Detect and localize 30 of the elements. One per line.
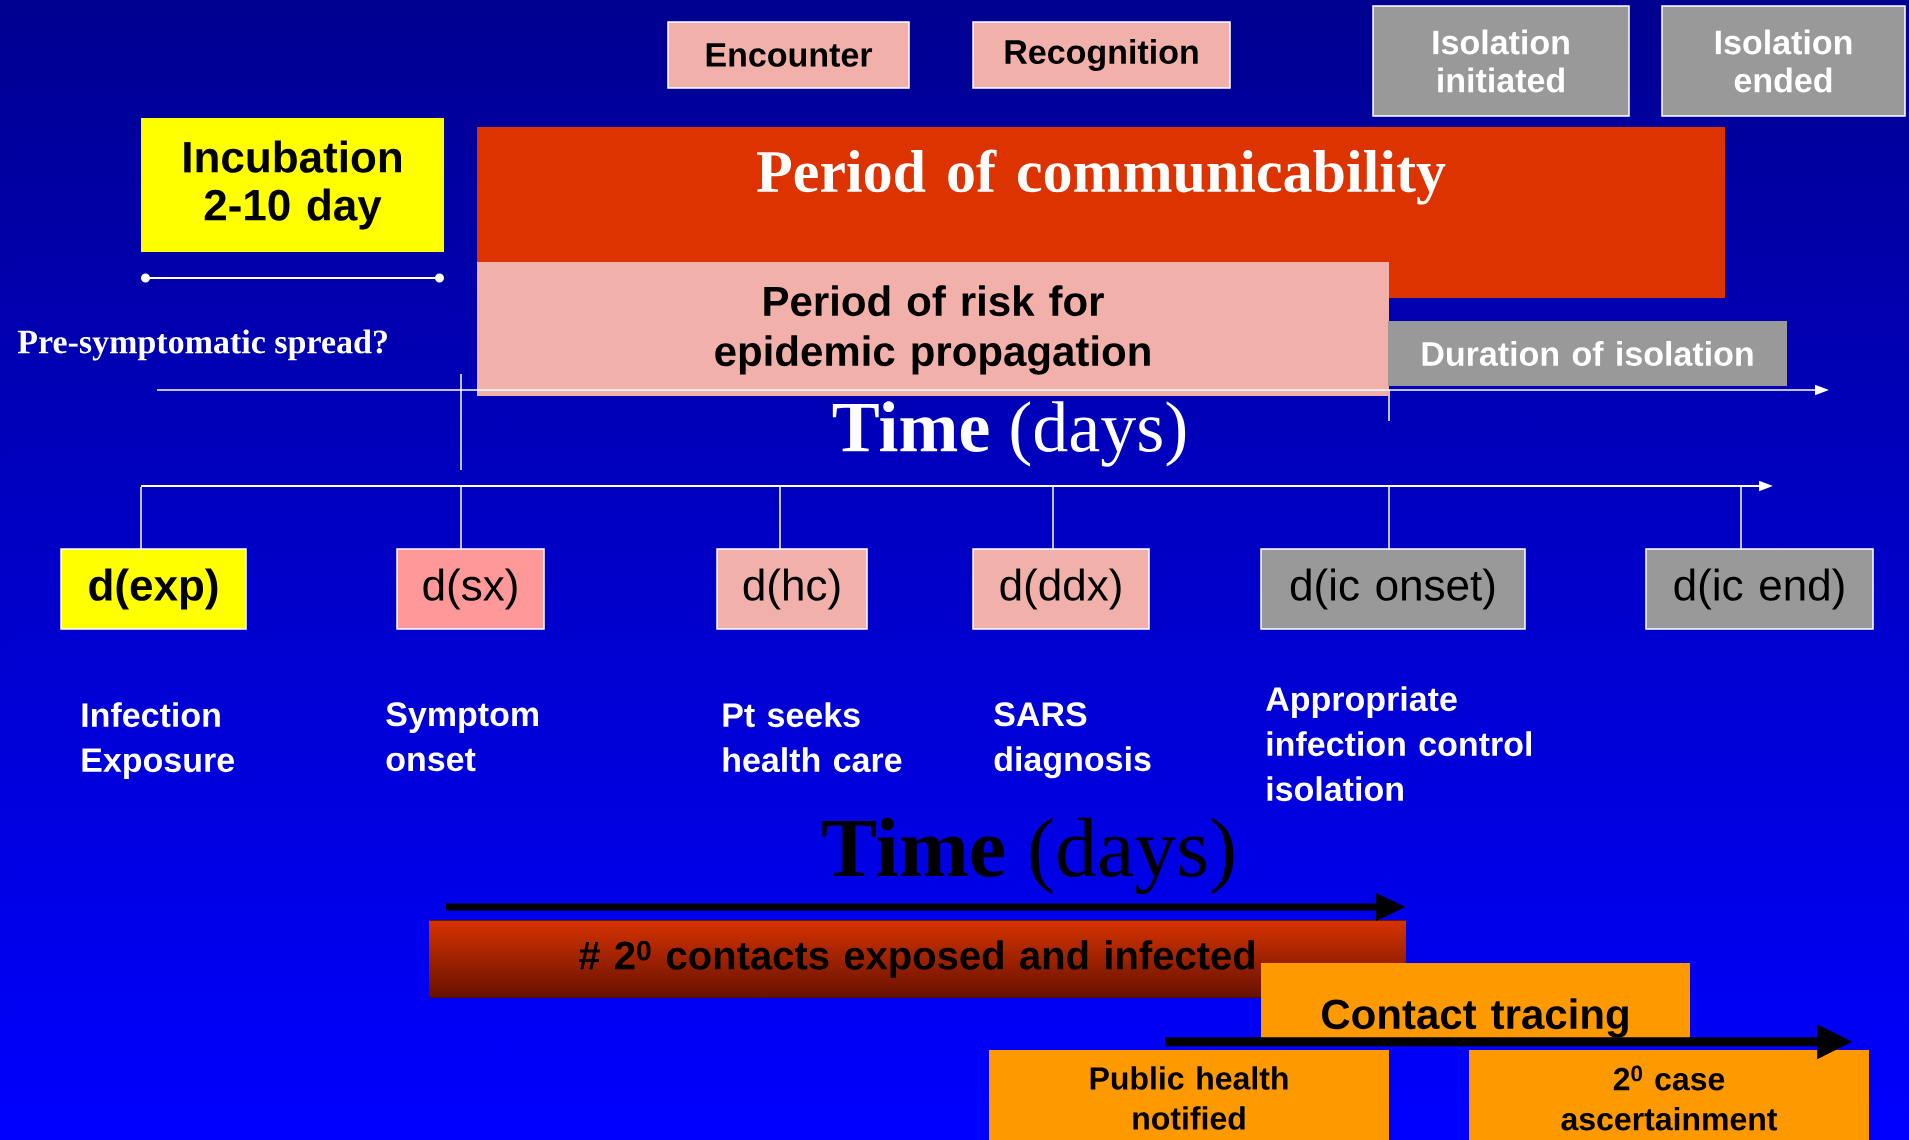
tick-line [1052, 486, 1054, 550]
tick-line [779, 486, 781, 550]
label-box: Isolation ended [1661, 5, 1906, 117]
label-box: d(exp) [60, 548, 247, 630]
label-box: d(sx) [396, 548, 545, 630]
label-box: d(ic onset) [1260, 548, 1526, 630]
tick-line [1388, 486, 1390, 550]
tick-line [1740, 486, 1742, 550]
period-band: # 2$^{0}$ contacts exposed and infected [429, 920, 1406, 998]
event-label: Symptom onset [386, 702, 538, 772]
label-box: d(ic end) [1645, 548, 1874, 630]
axis-title: Time (days) [822, 817, 1234, 895]
label-box: Recognition [972, 21, 1231, 89]
tick-line [140, 486, 142, 550]
label-box: Encounter [667, 21, 910, 89]
label-box: Duration of isolation [1388, 321, 1787, 386]
tick-line [460, 486, 462, 550]
label-box: d(ddx) [972, 548, 1150, 630]
label-box: Public health notified [989, 1050, 1389, 1140]
axis-title: Time (days) [832, 401, 1186, 467]
label-box: 2$^{0}$ case ascertainment [1469, 1050, 1869, 1140]
period-band: Period of risk for epidemic propagation [477, 262, 1389, 396]
event-label: Pt seeks health care [723, 702, 902, 773]
event-label: Appropriate infection control isolation [1266, 686, 1531, 802]
label-box: Isolation initiated [1372, 5, 1630, 117]
label-box: Incubation 2-10 day [141, 118, 444, 252]
note-text: Pre-symptomatic spread? [17, 329, 387, 361]
event-label: Infection Exposure [82, 702, 234, 779]
label-box: d(hc) [716, 548, 868, 630]
event-label: SARS diagnosis [994, 702, 1151, 779]
